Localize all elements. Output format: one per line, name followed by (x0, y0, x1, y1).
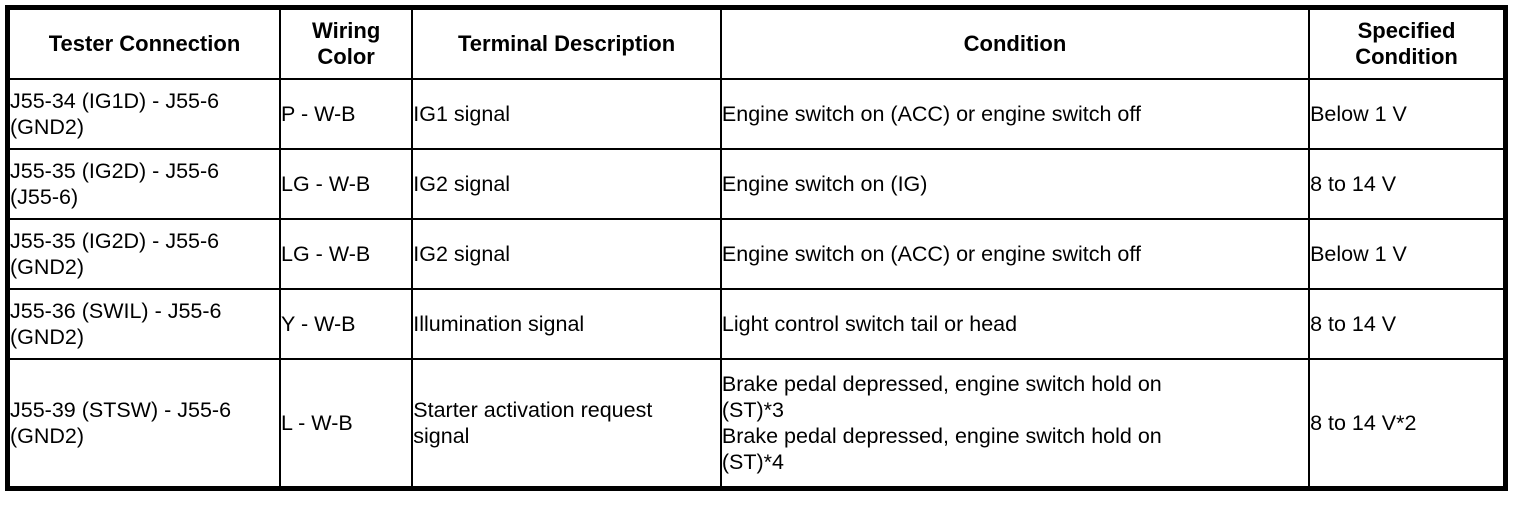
cell-tester-connection: J55-35 (IG2D) - J55-6 (GND2) (6, 218, 282, 290)
cell-specified-condition: 8 to 14 V*2 (1308, 358, 1507, 490)
cell-condition: Engine switch on (ACC) or engine switch … (719, 218, 1311, 290)
table-body: J55-34 (IG1D) - J55-6 (GND2) P - W-B IG1… (6, 78, 1507, 490)
cell-terminal-description: IG2 signal (411, 218, 722, 290)
table-row: J55-39 (STSW) - J55-6 (GND2) L - W-B Sta… (6, 358, 1507, 490)
cell-condition: Engine switch on (ACC) or engine switch … (719, 78, 1311, 150)
column-header-tester-connection: Tester Connection (6, 6, 282, 80)
cell-wiring-color: Y - W-B (279, 288, 414, 360)
cell-condition: Light control switch tail or head (719, 288, 1311, 360)
cell-tester-connection: J55-34 (IG1D) - J55-6 (GND2) (6, 78, 282, 150)
table-header: Tester Connection Wiring Color Terminal … (6, 6, 1507, 80)
column-header-terminal-description: Terminal Description (411, 6, 722, 80)
cell-terminal-description: IG1 signal (411, 78, 722, 150)
cell-specified-condition: 8 to 14 V (1308, 148, 1507, 220)
table-row: J55-34 (IG1D) - J55-6 (GND2) P - W-B IG1… (6, 78, 1507, 150)
cell-wiring-color: LG - W-B (279, 148, 414, 220)
table-row: J55-35 (IG2D) - J55-6 (J55-6) LG - W-B I… (6, 148, 1507, 220)
cell-terminal-description: Starter activation request signal (411, 358, 722, 490)
cell-tester-connection: J55-35 (IG2D) - J55-6 (J55-6) (6, 148, 282, 220)
column-header-specified-condition: Specified Condition (1308, 6, 1507, 80)
cell-specified-condition: 8 to 14 V (1308, 288, 1507, 360)
column-header-condition: Condition (719, 6, 1311, 80)
cell-wiring-color: P - W-B (279, 78, 414, 150)
table-row: J55-35 (IG2D) - J55-6 (GND2) LG - W-B IG… (6, 218, 1507, 290)
cell-wiring-color: LG - W-B (279, 218, 414, 290)
cell-condition: Engine switch on (IG) (719, 148, 1311, 220)
cell-condition: Brake pedal depressed, engine switch hol… (719, 358, 1311, 490)
cell-specified-condition: Below 1 V (1308, 78, 1507, 150)
cell-tester-connection: J55-36 (SWIL) - J55-6 (GND2) (6, 288, 282, 360)
cell-tester-connection: J55-39 (STSW) - J55-6 (GND2) (6, 358, 282, 490)
cell-terminal-description: IG2 signal (411, 148, 722, 220)
table-header-row: Tester Connection Wiring Color Terminal … (6, 6, 1507, 80)
terminal-inspection-table: Tester Connection Wiring Color Terminal … (5, 5, 1508, 491)
cell-specified-condition: Below 1 V (1308, 218, 1507, 290)
column-header-wiring-color: Wiring Color (279, 6, 414, 80)
cell-terminal-description: Illumination signal (411, 288, 722, 360)
table-row: J55-36 (SWIL) - J55-6 (GND2) Y - W-B Ill… (6, 288, 1507, 360)
cell-wiring-color: L - W-B (279, 358, 414, 490)
